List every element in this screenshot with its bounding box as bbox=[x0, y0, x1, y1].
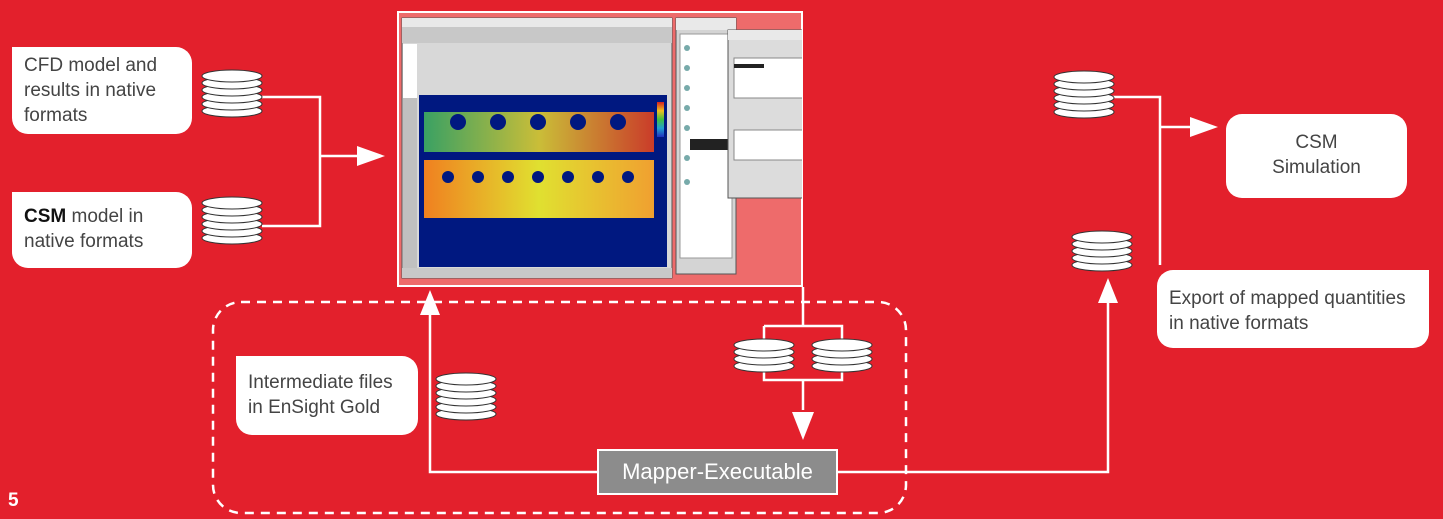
disk-stack-export bbox=[1071, 230, 1133, 272]
callout-csm-rest: model in bbox=[66, 206, 144, 227]
software-screenshots bbox=[398, 12, 802, 286]
callout-csm-simulation: CSM Simulation bbox=[1226, 114, 1407, 198]
callout-csm-line-2: native formats bbox=[24, 231, 144, 252]
callout-cfd-model: CFD model and results in native formats bbox=[12, 47, 192, 134]
callout-cfd-line-1: CFD model and bbox=[24, 55, 158, 76]
callout-intermediate-line-1: Intermediate files bbox=[248, 372, 393, 393]
disk-stack-output-top bbox=[1053, 70, 1115, 119]
intermediate-region bbox=[211, 300, 908, 515]
callout-export: Export of mapped quantities in native fo… bbox=[1157, 270, 1429, 348]
callout-export-line-2: in native formats bbox=[1169, 313, 1309, 334]
disk-stack-csm-model bbox=[201, 196, 263, 245]
callout-csm-sim-line-1: CSM bbox=[1295, 132, 1338, 153]
slide-number: 5 bbox=[8, 490, 19, 511]
disk-stack-center-right bbox=[811, 338, 873, 373]
callout-csm-sim-line-2: Simulation bbox=[1272, 157, 1361, 178]
callout-csm-model: CSM model in native formats bbox=[12, 192, 192, 268]
mapper-executable-box: Mapper-Executable bbox=[597, 449, 838, 495]
callout-csm-bold: CSM bbox=[24, 206, 67, 227]
callout-cfd-line-3: formats bbox=[24, 105, 88, 126]
callout-intermediate-line-2: in EnSight Gold bbox=[248, 397, 381, 418]
disk-stack-center-left bbox=[733, 338, 795, 373]
disk-stack-intermediate bbox=[435, 372, 497, 421]
callout-intermediate: Intermediate files in EnSight Gold bbox=[236, 356, 418, 435]
disk-stack-cfd bbox=[201, 69, 263, 118]
callout-export-line-1: Export of mapped quantities bbox=[1169, 288, 1406, 309]
callout-cfd-line-2: results in native bbox=[24, 80, 157, 101]
